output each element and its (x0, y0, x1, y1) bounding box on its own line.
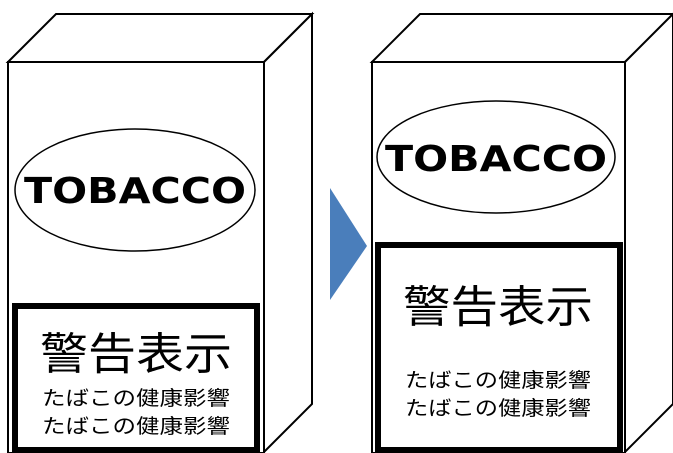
before-pack-warning-line-2: たばこの健康影響 (42, 414, 230, 438)
transition-arrow (330, 188, 367, 300)
before-pack-warning-box (12, 303, 260, 453)
before-pack-warning-line-1: たばこの健康影響 (42, 386, 230, 410)
before-pack-logo-oval (14, 128, 256, 252)
after-pack: TOBACCO 警告表示 たばこの健康影響 たばこの健康影響 (369, 12, 673, 453)
before-pack: TOBACCO 警告表示 たばこの健康影響 たばこの健康影響 (5, 11, 315, 453)
after-pack-warning-title: 警告表示 (403, 282, 593, 333)
after-pack-warning-line-1: たばこの健康影響 (405, 368, 591, 392)
before-pack-top-face (5, 13, 315, 63)
before-pack-warning-title: 警告表示 (40, 329, 232, 380)
after-pack-logo-text: TOBACCO (385, 139, 607, 180)
before-pack-side-face (263, 11, 313, 453)
after-pack-logo-oval (376, 100, 616, 214)
before-pack-logo-text: TOBACCO (24, 171, 246, 212)
after-pack-top-face (369, 13, 673, 63)
after-pack-warning-line-2: たばこの健康影響 (405, 396, 591, 420)
after-pack-side-face (624, 12, 673, 453)
after-pack-warning-box (375, 242, 623, 453)
